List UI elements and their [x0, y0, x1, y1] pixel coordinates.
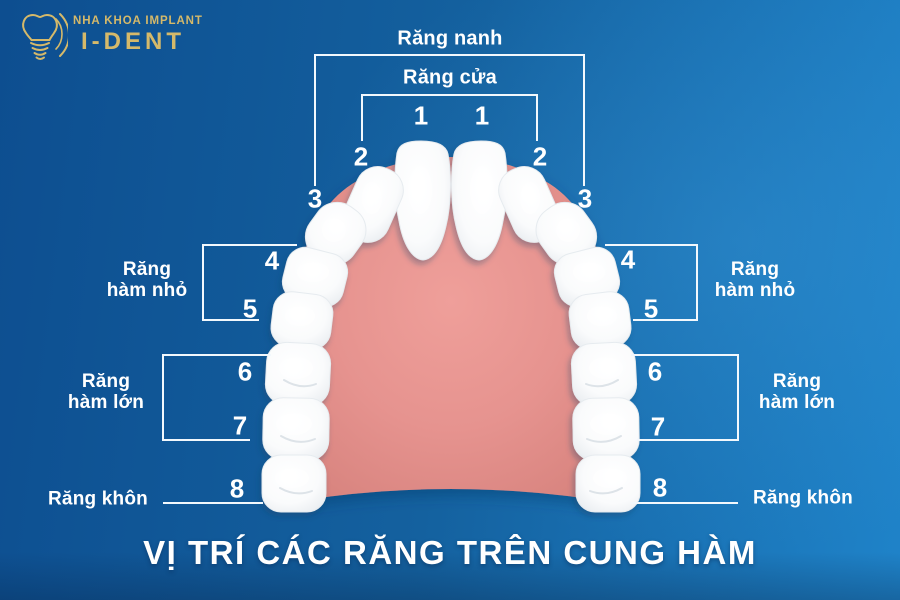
bracket-molar-right — [631, 354, 739, 441]
tooth-number-right-8: 8 — [652, 472, 668, 503]
bracket-premolar-left — [202, 244, 297, 321]
bracket-premolar-right — [605, 244, 698, 321]
page-title: VỊ TRÍ CÁC RĂNG TRÊN CUNG HÀM — [143, 534, 757, 571]
tooth-number-right-4: 4 — [620, 244, 636, 275]
logo-text: NHA KHOA IMPLANT I-DENT — [73, 15, 203, 56]
tooth-number-right-6: 6 — [647, 356, 663, 387]
upper-jaw-gum — [290, 157, 612, 500]
tooth-number-left-3: 3 — [307, 183, 323, 214]
clinic-logo: NHA KHOA IMPLANT I-DENT — [14, 7, 203, 63]
bracket-incisor — [361, 94, 538, 141]
tooth-number-left-1: 1 — [413, 100, 429, 131]
tooth-number-right-7: 7 — [650, 411, 666, 442]
tooth-number-right-2: 2 — [532, 141, 548, 172]
bracket-molar-left — [162, 354, 271, 441]
label-premolar-right: Răng hàm nhỏ — [714, 259, 796, 301]
tooth-number-left-6: 6 — [237, 356, 253, 387]
label-molar-left: Răng hàm lớn — [67, 371, 145, 413]
logo-brand-name: I-DENT — [81, 27, 185, 55]
tooth-number-right-3: 3 — [577, 183, 593, 214]
label-incisor: Răng cửa — [403, 66, 497, 89]
tooth-number-right-5: 5 — [643, 293, 659, 324]
tooth-number-left-4: 4 — [264, 245, 280, 276]
teeth — [261, 140, 641, 513]
tooth-number-left-8: 8 — [229, 473, 245, 504]
tooth-number-right-1: 1 — [474, 100, 490, 131]
tooth-implant-logo-icon — [22, 13, 68, 60]
tooth-number-left-2: 2 — [353, 141, 369, 172]
label-wisdom-right: Răng khôn — [753, 487, 853, 509]
teeth-left — [261, 140, 451, 513]
label-canine: Răng nanh — [397, 27, 503, 50]
logo-brand-top: NHA KHOA IMPLANT — [73, 14, 203, 27]
label-premolar-left: Răng hàm nhỏ — [106, 259, 188, 301]
tooth-number-left-5: 5 — [242, 293, 258, 324]
label-wisdom-left: Răng khôn — [48, 488, 148, 510]
label-molar-right: Răng hàm lớn — [758, 371, 836, 413]
tooth-number-left-7: 7 — [232, 410, 248, 441]
annotation-lines — [162, 54, 739, 504]
bracket-canine — [314, 54, 585, 186]
